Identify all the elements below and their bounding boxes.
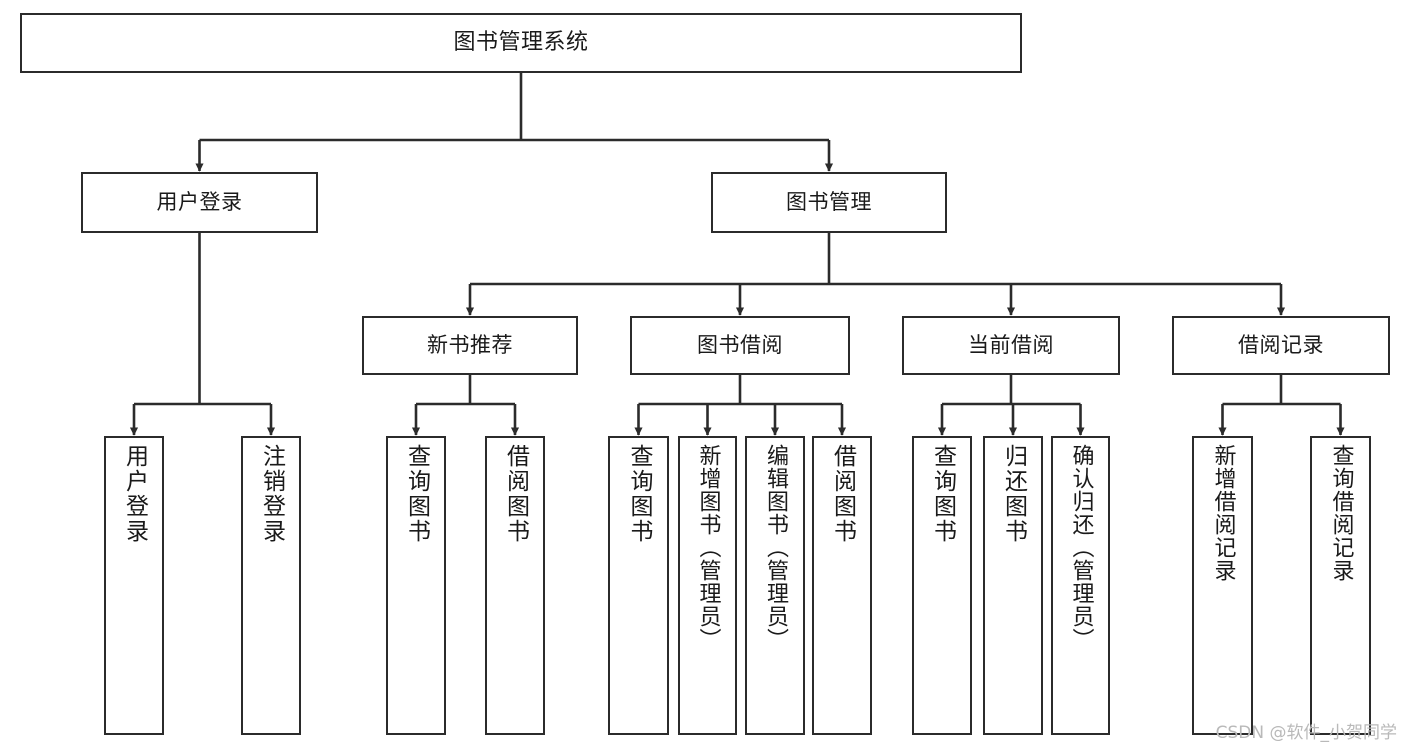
node-label: 编辑图书（管理员） <box>763 444 788 651</box>
node-label: 归还图书 <box>1000 444 1027 544</box>
node-current[interactable]: 当前借阅 <box>902 316 1120 375</box>
node-label: 查询借阅记录 <box>1328 444 1354 582</box>
node-leaf-new-1[interactable]: 查询图书 <box>386 436 446 735</box>
node-label: 新书推荐 <box>427 333 513 358</box>
node-label: 图书管理 <box>786 190 872 215</box>
node-root[interactable]: 图书管理系统 <box>20 13 1022 73</box>
node-leaf-cur-2[interactable]: 归还图书 <box>983 436 1043 735</box>
node-leaf-borrow-3[interactable]: 编辑图书（管理员） <box>745 436 805 735</box>
connector-lines <box>129 73 1345 436</box>
node-leaf-borrow-2[interactable]: 新增图书（管理员） <box>678 436 737 735</box>
node-leaf-login-2[interactable]: 注销登录 <box>241 436 301 735</box>
node-login[interactable]: 用户登录 <box>81 172 318 233</box>
node-label: 新增图书（管理员） <box>695 444 721 651</box>
node-label: 查询图书 <box>929 444 956 544</box>
node-label: 图书借阅 <box>697 333 783 358</box>
node-leaf-rec-2[interactable]: 查询借阅记录 <box>1310 436 1371 735</box>
node-bookmgmt[interactable]: 图书管理 <box>711 172 947 233</box>
node-label: 查询图书 <box>626 444 652 544</box>
node-leaf-cur-1[interactable]: 查询图书 <box>912 436 972 735</box>
node-label: 借阅图书 <box>502 444 529 544</box>
node-newbook[interactable]: 新书推荐 <box>362 316 578 375</box>
node-label: 确认归还（管理员） <box>1068 444 1094 651</box>
node-label: 用户登录 <box>121 444 148 544</box>
node-label: 借阅记录 <box>1238 333 1324 358</box>
node-borrow[interactable]: 图书借阅 <box>630 316 850 375</box>
node-label: 新增借阅记录 <box>1210 444 1236 582</box>
csdn-watermark: CSDN @软件_小贺同学 <box>1215 723 1397 743</box>
node-label: 注销登录 <box>258 444 285 544</box>
node-records[interactable]: 借阅记录 <box>1172 316 1390 375</box>
node-label: 查询图书 <box>403 444 430 544</box>
node-leaf-borrow-1[interactable]: 查询图书 <box>608 436 669 735</box>
node-leaf-rec-1[interactable]: 新增借阅记录 <box>1192 436 1253 735</box>
node-leaf-cur-3[interactable]: 确认归还（管理员） <box>1051 436 1110 735</box>
node-leaf-new-2[interactable]: 借阅图书 <box>485 436 545 735</box>
node-label: 借阅图书 <box>829 444 856 544</box>
node-leaf-borrow-4[interactable]: 借阅图书 <box>812 436 872 735</box>
node-label: 图书管理系统 <box>453 30 589 56</box>
node-leaf-login-1[interactable]: 用户登录 <box>104 436 164 735</box>
node-label: 用户登录 <box>156 190 243 215</box>
node-label: 当前借阅 <box>968 333 1054 358</box>
